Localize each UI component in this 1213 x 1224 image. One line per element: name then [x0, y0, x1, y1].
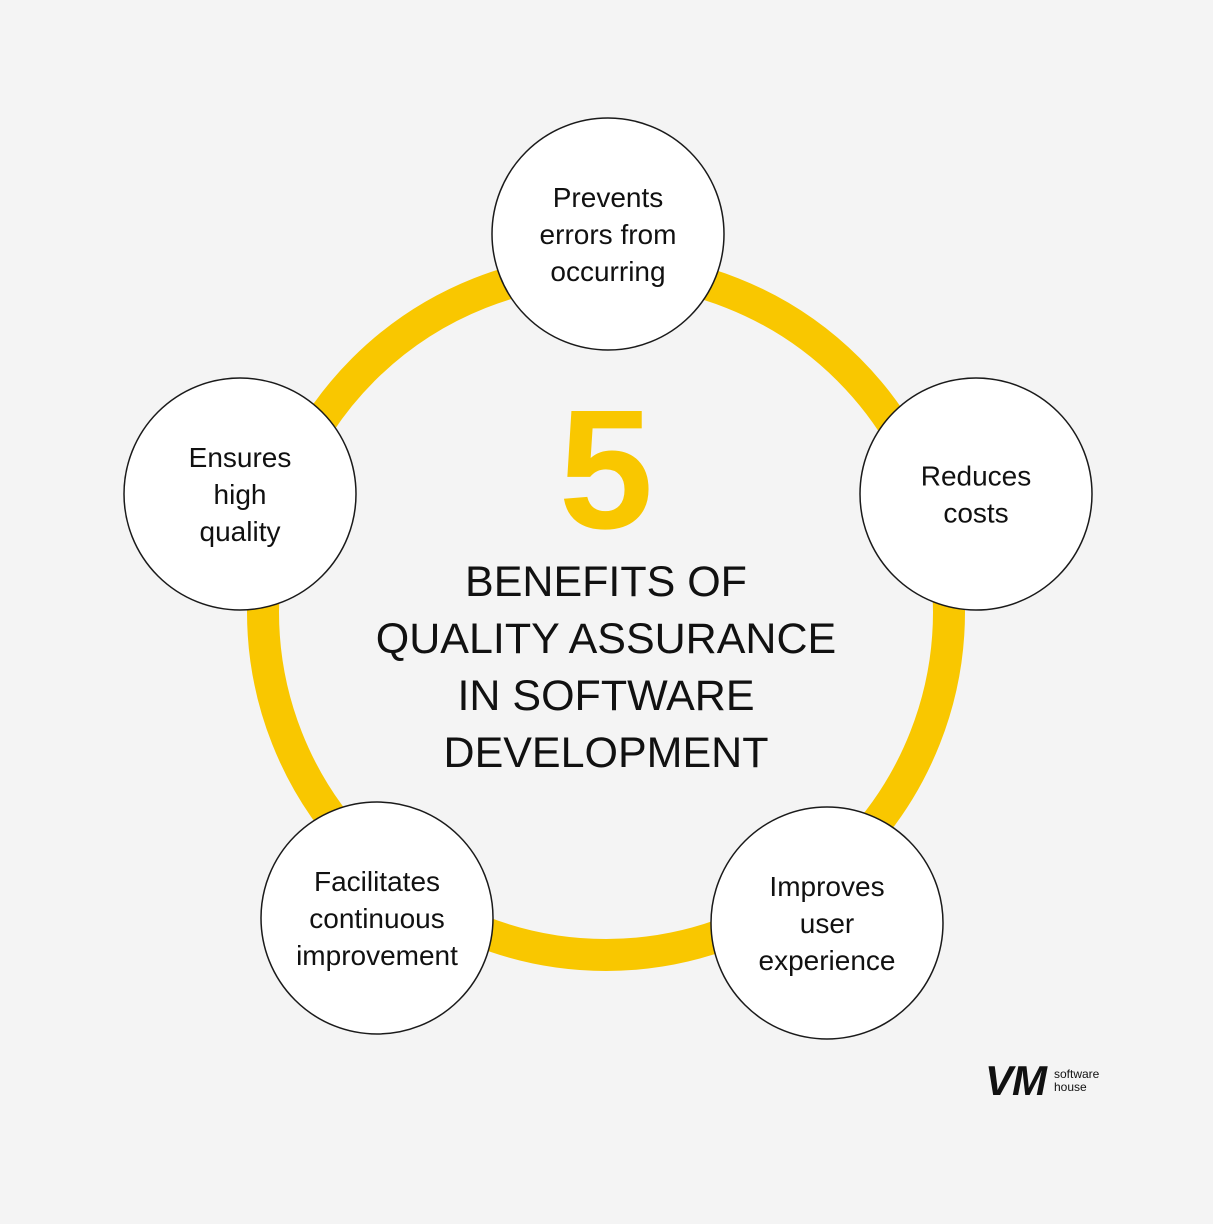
benefit-node-label: experience — [759, 945, 896, 976]
logo-tagline: software house — [1054, 1068, 1099, 1094]
center-number: 5 — [559, 375, 654, 565]
benefit-node-circle — [123, 377, 357, 611]
benefit-node-label: Improves — [769, 871, 884, 902]
logo-tagline-line2: house — [1054, 1080, 1087, 1094]
logo-tagline-line1: software — [1054, 1067, 1100, 1081]
benefit-node-circle — [260, 801, 494, 1035]
benefit-node-circle — [710, 806, 944, 1040]
benefit-node-label: high — [214, 479, 267, 510]
center-title-line: BENEFITS OF — [465, 558, 747, 606]
benefit-node: Ensures high quality — [123, 377, 357, 611]
benefit-node-label: quality — [200, 516, 281, 547]
center-title-line: QUALITY ASSURANCE — [376, 615, 836, 663]
benefit-node-label: costs — [943, 498, 1008, 529]
benefit-node-label: Facilitates — [314, 866, 440, 897]
benefit-node-circle — [859, 377, 1093, 611]
center-title-line: IN SOFTWARE — [457, 672, 754, 720]
benefit-node-circle — [491, 117, 725, 351]
benefit-node-label: improvement — [296, 940, 458, 971]
benefit-node: Facilitates continuous improvement — [260, 801, 494, 1035]
benefit-node: Prevents errors from occurring — [491, 117, 725, 351]
logo-mark: VM — [985, 1057, 1047, 1104]
benefit-node-label: occurring — [550, 256, 665, 287]
company-logo: VM software house — [985, 1060, 1099, 1102]
center-title: BENEFITS OF QUALITY ASSURANCE IN SOFTWARE D… — [376, 558, 836, 777]
benefit-node-label: continuous — [309, 903, 444, 934]
benefit-node: Reduces costs — [859, 377, 1093, 611]
benefit-node-label: errors from — [540, 219, 677, 250]
benefit-node-label: Reduces — [921, 461, 1032, 492]
benefit-node-label: Ensures — [189, 442, 292, 473]
center-title-line: DEVELOPMENT — [444, 729, 769, 777]
benefit-node-label: Prevents — [553, 182, 664, 213]
benefit-node: Improves user experience — [710, 806, 944, 1040]
benefit-node-label: user — [800, 908, 854, 939]
